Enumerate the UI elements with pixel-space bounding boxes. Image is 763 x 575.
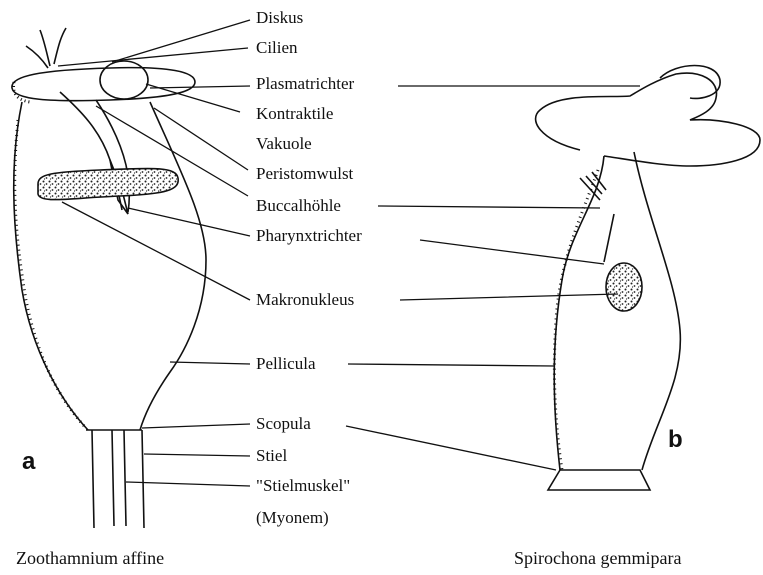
zoothamnium-drawing: [12, 28, 206, 528]
stielmuskel-lines: [112, 430, 126, 526]
stiel-lines: [92, 430, 144, 528]
diskus-shape: [12, 68, 195, 101]
label-peristomwulst: Peristomwulst: [256, 164, 353, 184]
panel-label-a: a: [22, 448, 35, 476]
label-pharynxtrichter: Pharynxtrichter: [256, 226, 362, 246]
leader-makronukleus: [62, 202, 618, 300]
makronukleus-shape: [38, 168, 178, 199]
spirochona-drawing: [536, 66, 760, 491]
species-left: Zoothamnium affine: [16, 548, 164, 569]
leader-plasmatrichter: [150, 86, 640, 88]
label-stielmuskel: "Stielmuskel": [256, 476, 350, 496]
cilien-lines: [26, 28, 66, 68]
label-stiel: Stiel: [256, 446, 287, 466]
label-cilien: Cilien: [256, 38, 298, 58]
label-myonem: (Myonem): [256, 508, 329, 528]
collar-shape: [536, 73, 760, 166]
leader-pellicula: [170, 362, 554, 366]
label-plasmatrichter: Plasmatrichter: [256, 74, 354, 94]
label-pellicula: Pellicula: [256, 354, 315, 374]
label-kontraktile: Kontraktile: [256, 104, 333, 124]
cell-body-outline: [14, 102, 206, 430]
label-diskus: Diskus: [256, 8, 303, 28]
pellicula-stipple: [15, 120, 86, 428]
label-scopula: Scopula: [256, 414, 311, 434]
leader-peristomwulst: [154, 108, 248, 170]
spirochona-foot: [548, 470, 650, 490]
leader-cilien: [58, 48, 248, 66]
label-buccalhoehle: Buccalhöhle: [256, 196, 341, 216]
leader-stielmuskel: [126, 482, 250, 486]
leader-kontraktile: [146, 84, 240, 112]
kontraktile-vakuole-shape: [100, 61, 148, 99]
leader-diskus: [112, 20, 250, 62]
panel-label-b: b: [668, 426, 683, 454]
species-right: Spirochona gemmipara: [514, 548, 681, 569]
spirochona-body-outline: [554, 152, 680, 470]
spirochona-makronukleus-shape: [606, 263, 642, 311]
label-makronukleus: Makronukleus: [256, 290, 354, 310]
leader-scopula: [142, 424, 556, 470]
leader-buccalhoehle: [96, 106, 600, 208]
leader-stiel: [144, 454, 250, 456]
label-vakuole: Vakuole: [256, 134, 312, 154]
spirochona-stipple: [554, 170, 598, 470]
leader-pharynxtrichter: [128, 208, 604, 264]
diskus-stipple-edge: [14, 82, 30, 102]
spirochona-pharynx: [604, 214, 614, 262]
